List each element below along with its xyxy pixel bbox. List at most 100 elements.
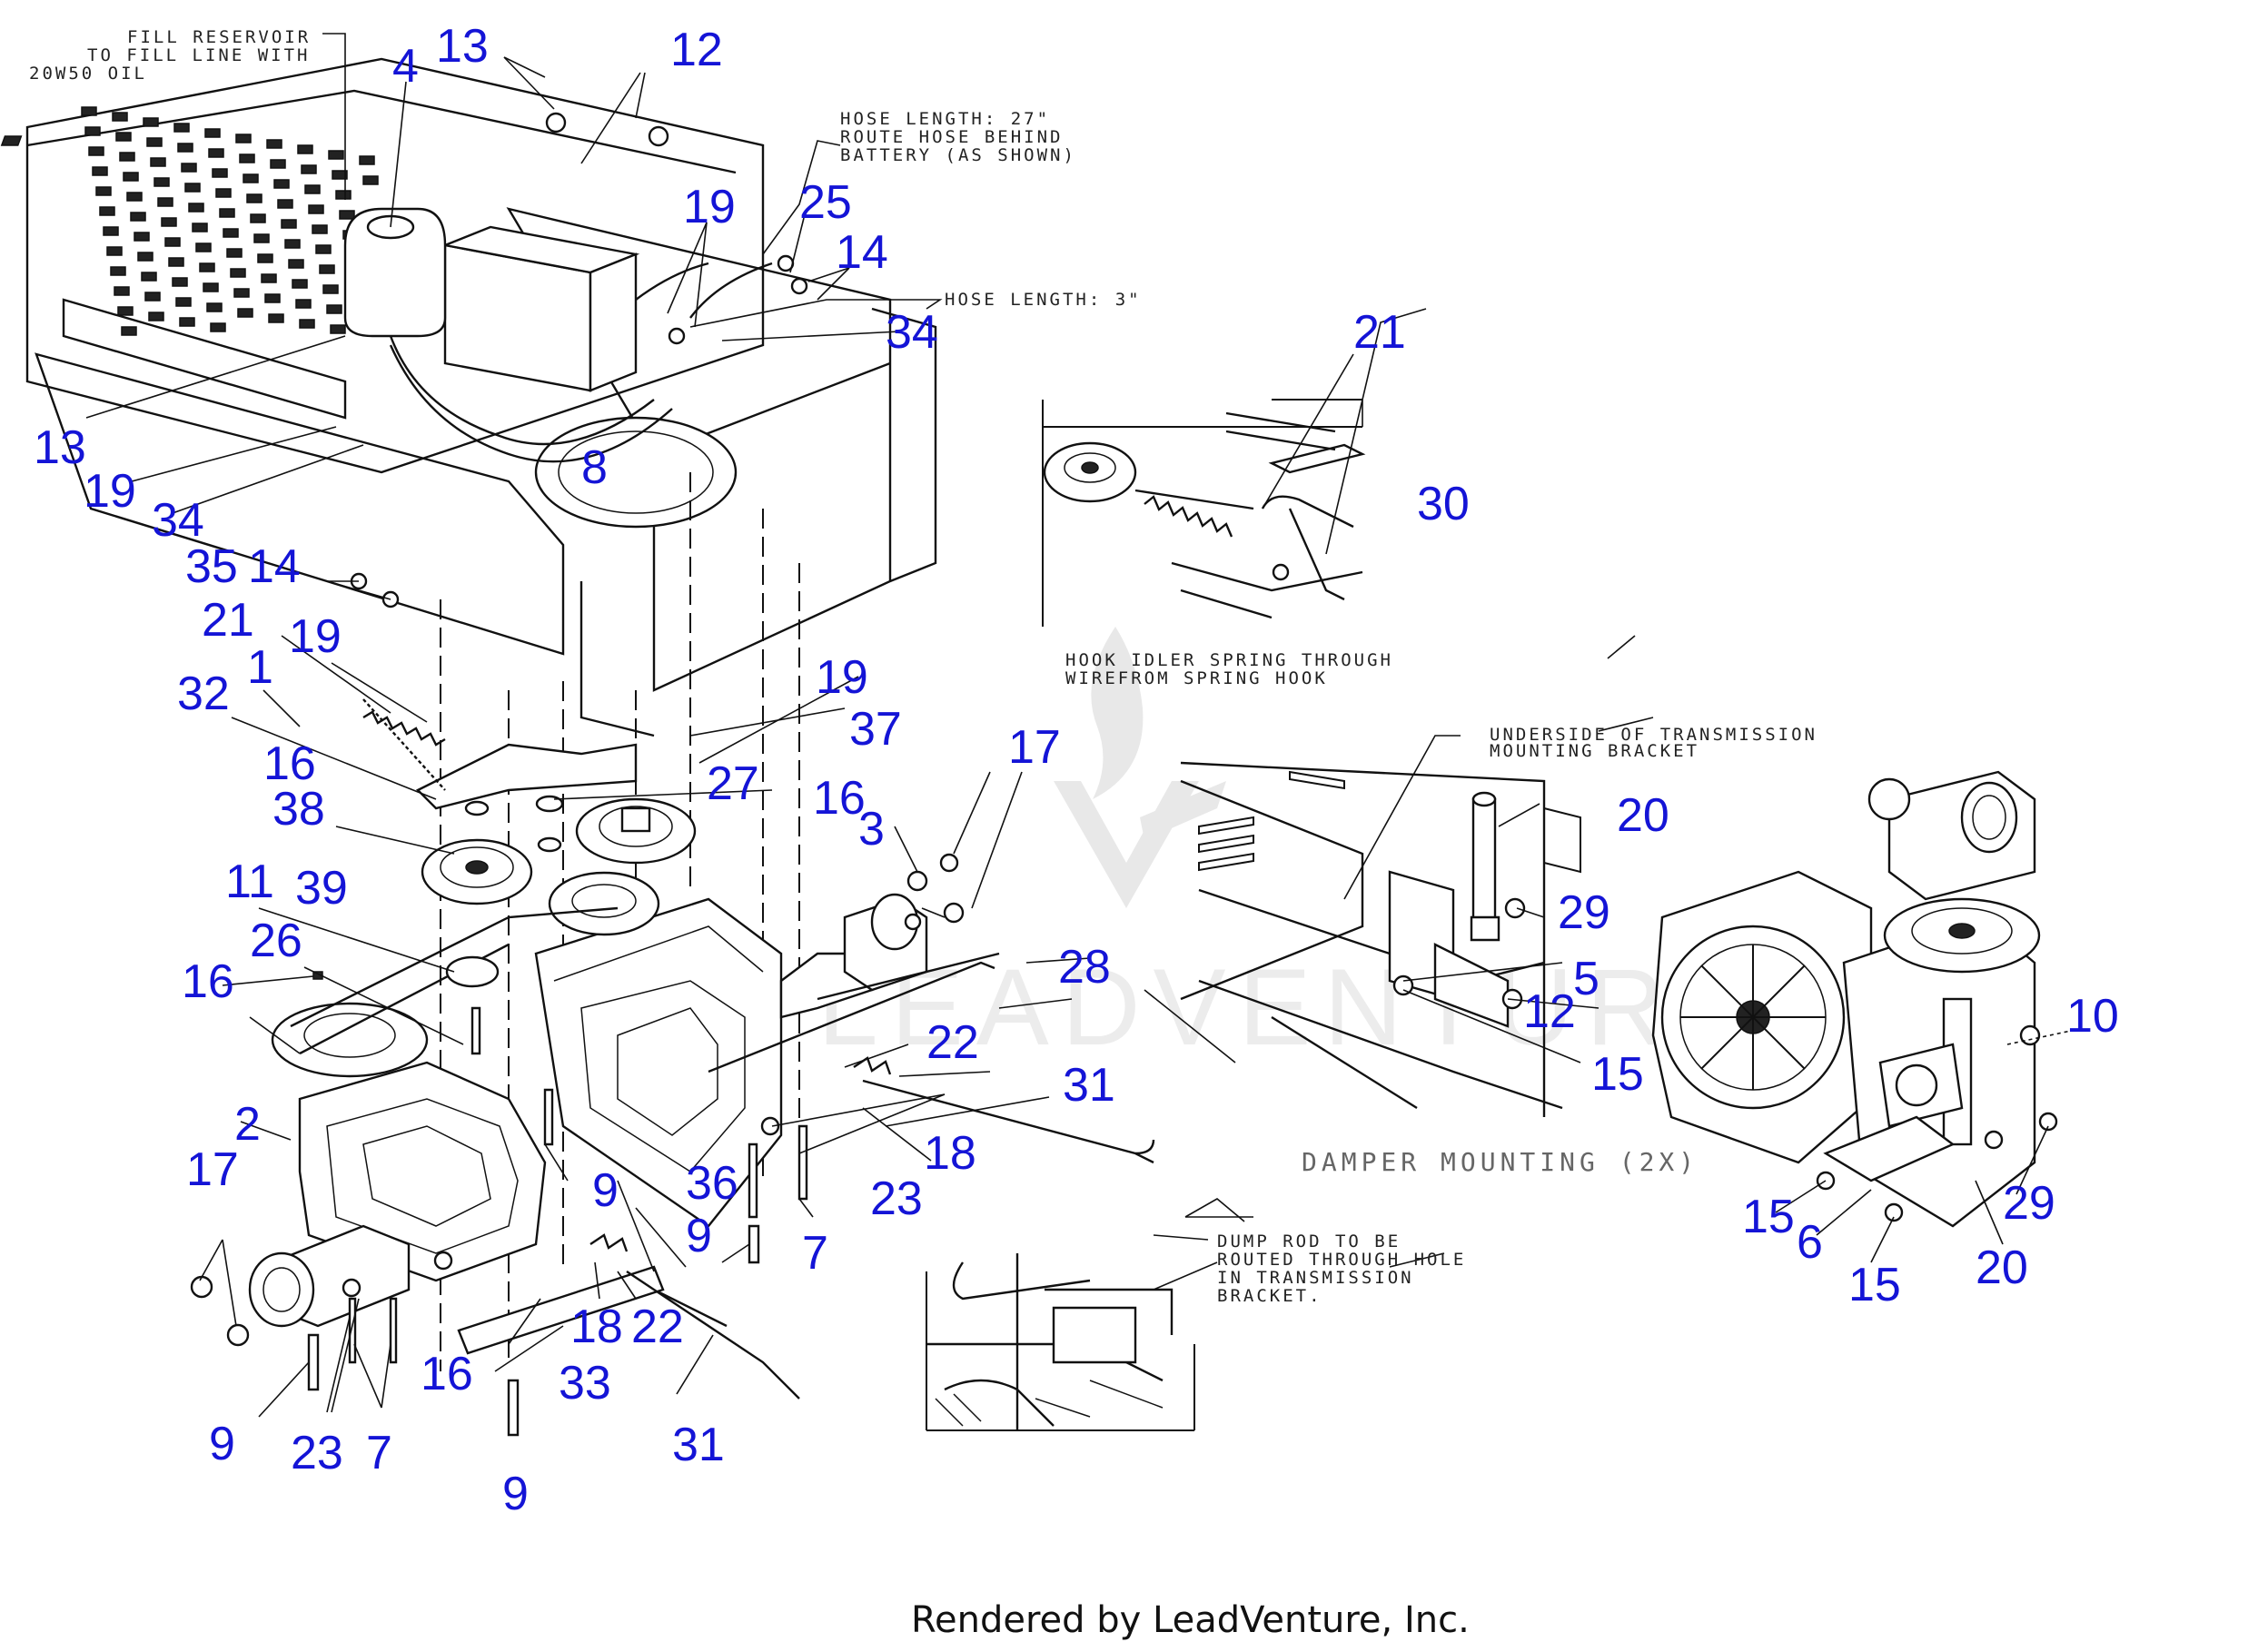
deck-hole: [161, 217, 177, 227]
idler-bracket-and-pulleys: [362, 698, 697, 905]
deck-hole: [141, 272, 157, 282]
deck-hole: [264, 293, 281, 303]
callout-13: 13: [34, 421, 86, 474]
svg-text:HOSE LENGTH: 27": HOSE LENGTH: 27": [840, 109, 1050, 129]
deck-hole: [199, 262, 215, 272]
deck-hole: [103, 226, 119, 236]
callout-16: 16: [421, 1348, 473, 1400]
deck-hole: [335, 190, 352, 200]
deck-hole: [146, 137, 163, 147]
svg-text:BRACKET.: BRACKET.: [1217, 1286, 1322, 1306]
callout-37: 37: [849, 703, 902, 756]
callout-15: 15: [1591, 1048, 1644, 1101]
callout-22: 22: [631, 1301, 684, 1353]
deck-hole: [304, 184, 321, 194]
deck-hole: [215, 188, 232, 198]
callout-38: 38: [272, 783, 325, 836]
deck-hole: [164, 237, 181, 247]
callout-3: 3: [858, 803, 885, 856]
note-damper-mounting: DAMPER MOUNTING (2X): [1302, 1147, 1699, 1177]
callout-8: 8: [581, 441, 608, 494]
deck-hole: [195, 242, 212, 252]
watermark-logo: [1054, 627, 1226, 908]
svg-text:20W50 OIL: 20W50 OIL: [29, 64, 147, 84]
callout-16: 16: [813, 772, 866, 825]
deck-hole: [312, 224, 328, 234]
deck-hole: [284, 239, 301, 249]
callout-29: 29: [2003, 1177, 2055, 1230]
deck-hole: [239, 153, 255, 163]
inset-damper-mounting: [1180, 761, 1581, 1117]
deck-hole: [246, 193, 262, 203]
deck-hole: [150, 157, 166, 167]
deck-hole: [130, 212, 146, 222]
deck-hole: [119, 152, 135, 162]
deck-hole: [168, 257, 184, 267]
callout-numbers: 13 12 4 19 25 14 34 21 30 13 19 34 8 35 …: [34, 20, 2119, 1520]
deck-hole: [173, 123, 190, 133]
deck-hole: [230, 268, 246, 278]
deck-hole: [95, 186, 112, 196]
callout-36: 36: [686, 1157, 738, 1210]
deck-hole: [237, 308, 253, 318]
callout-7: 7: [366, 1427, 392, 1479]
callout-2: 2: [234, 1098, 261, 1151]
callout-1: 1: [247, 641, 273, 694]
deck-hole: [226, 248, 243, 258]
leader-lines: [85, 33, 2049, 1418]
deck-hole: [339, 210, 355, 220]
callout-15: 15: [1848, 1259, 1901, 1311]
callout-21: 21: [1353, 306, 1406, 359]
deck-hole: [175, 297, 192, 307]
deck-hole: [250, 213, 266, 223]
callout-21: 21: [202, 594, 254, 647]
deck-hole: [261, 273, 277, 283]
callout-9: 9: [502, 1468, 529, 1520]
inset-transaxle: [1651, 770, 2072, 1228]
callout-19: 19: [683, 181, 736, 233]
deck-hole: [315, 244, 332, 254]
deck-hole: [204, 128, 221, 138]
deck-hole: [115, 132, 132, 142]
deck-hole: [243, 173, 259, 183]
deck-hole: [292, 279, 308, 289]
deck-hole: [297, 144, 313, 154]
svg-text:ROUTE HOSE BEHIND: ROUTE HOSE BEHIND: [840, 127, 1063, 147]
callout-10: 10: [2066, 990, 2119, 1043]
deck-hole: [154, 177, 170, 187]
deck-hole: [277, 199, 293, 209]
deck-hole: [273, 179, 290, 189]
svg-text:BATTERY (AS SHOWN): BATTERY (AS SHOWN): [840, 145, 1076, 165]
callout-25: 25: [799, 176, 852, 229]
callout-31: 31: [1063, 1059, 1115, 1112]
callout-19: 19: [816, 651, 868, 704]
callout-4: 4: [392, 40, 419, 93]
deck-hole: [362, 175, 379, 185]
callout-7: 7: [802, 1227, 828, 1280]
callout-22: 22: [926, 1016, 979, 1069]
svg-text:UNDERSIDE OF TRANSMISSION: UNDERSIDE OF TRANSMISSION: [1490, 725, 1817, 745]
deck-hole: [177, 143, 193, 153]
svg-text:TO FILL LINE WITH: TO FILL LINE WITH: [87, 45, 310, 65]
callout-28: 28: [1058, 941, 1111, 994]
deck-hole: [184, 183, 201, 193]
deck-hole: [322, 284, 339, 294]
left-transaxle: [248, 906, 619, 1328]
callout-15: 15: [1742, 1191, 1795, 1243]
deck-hole: [212, 168, 228, 178]
callout-17: 17: [1008, 721, 1061, 774]
note-fill-reservoir: FILL RESERVOIR TO FILL LINE WITH 20W50 O…: [29, 27, 310, 84]
deck-hole: [328, 150, 344, 160]
deck-hole: [330, 324, 346, 334]
note-hose-3: HOSE LENGTH: 3": [945, 290, 1142, 310]
callout-9: 9: [592, 1164, 619, 1217]
deck-hole: [137, 252, 154, 262]
callout-18: 18: [924, 1127, 976, 1180]
svg-text:IN TRANSMISSION: IN TRANSMISSION: [1217, 1268, 1414, 1288]
callout-30: 30: [1417, 478, 1470, 530]
deck-hole: [359, 155, 375, 165]
svg-text:MOUNTING BRACKET: MOUNTING BRACKET: [1490, 741, 1699, 761]
callout-35: 35: [185, 540, 238, 593]
note-hook-idler: HOOK IDLER SPRING THROUGH WIREFROM SPRIN…: [1065, 650, 1391, 688]
